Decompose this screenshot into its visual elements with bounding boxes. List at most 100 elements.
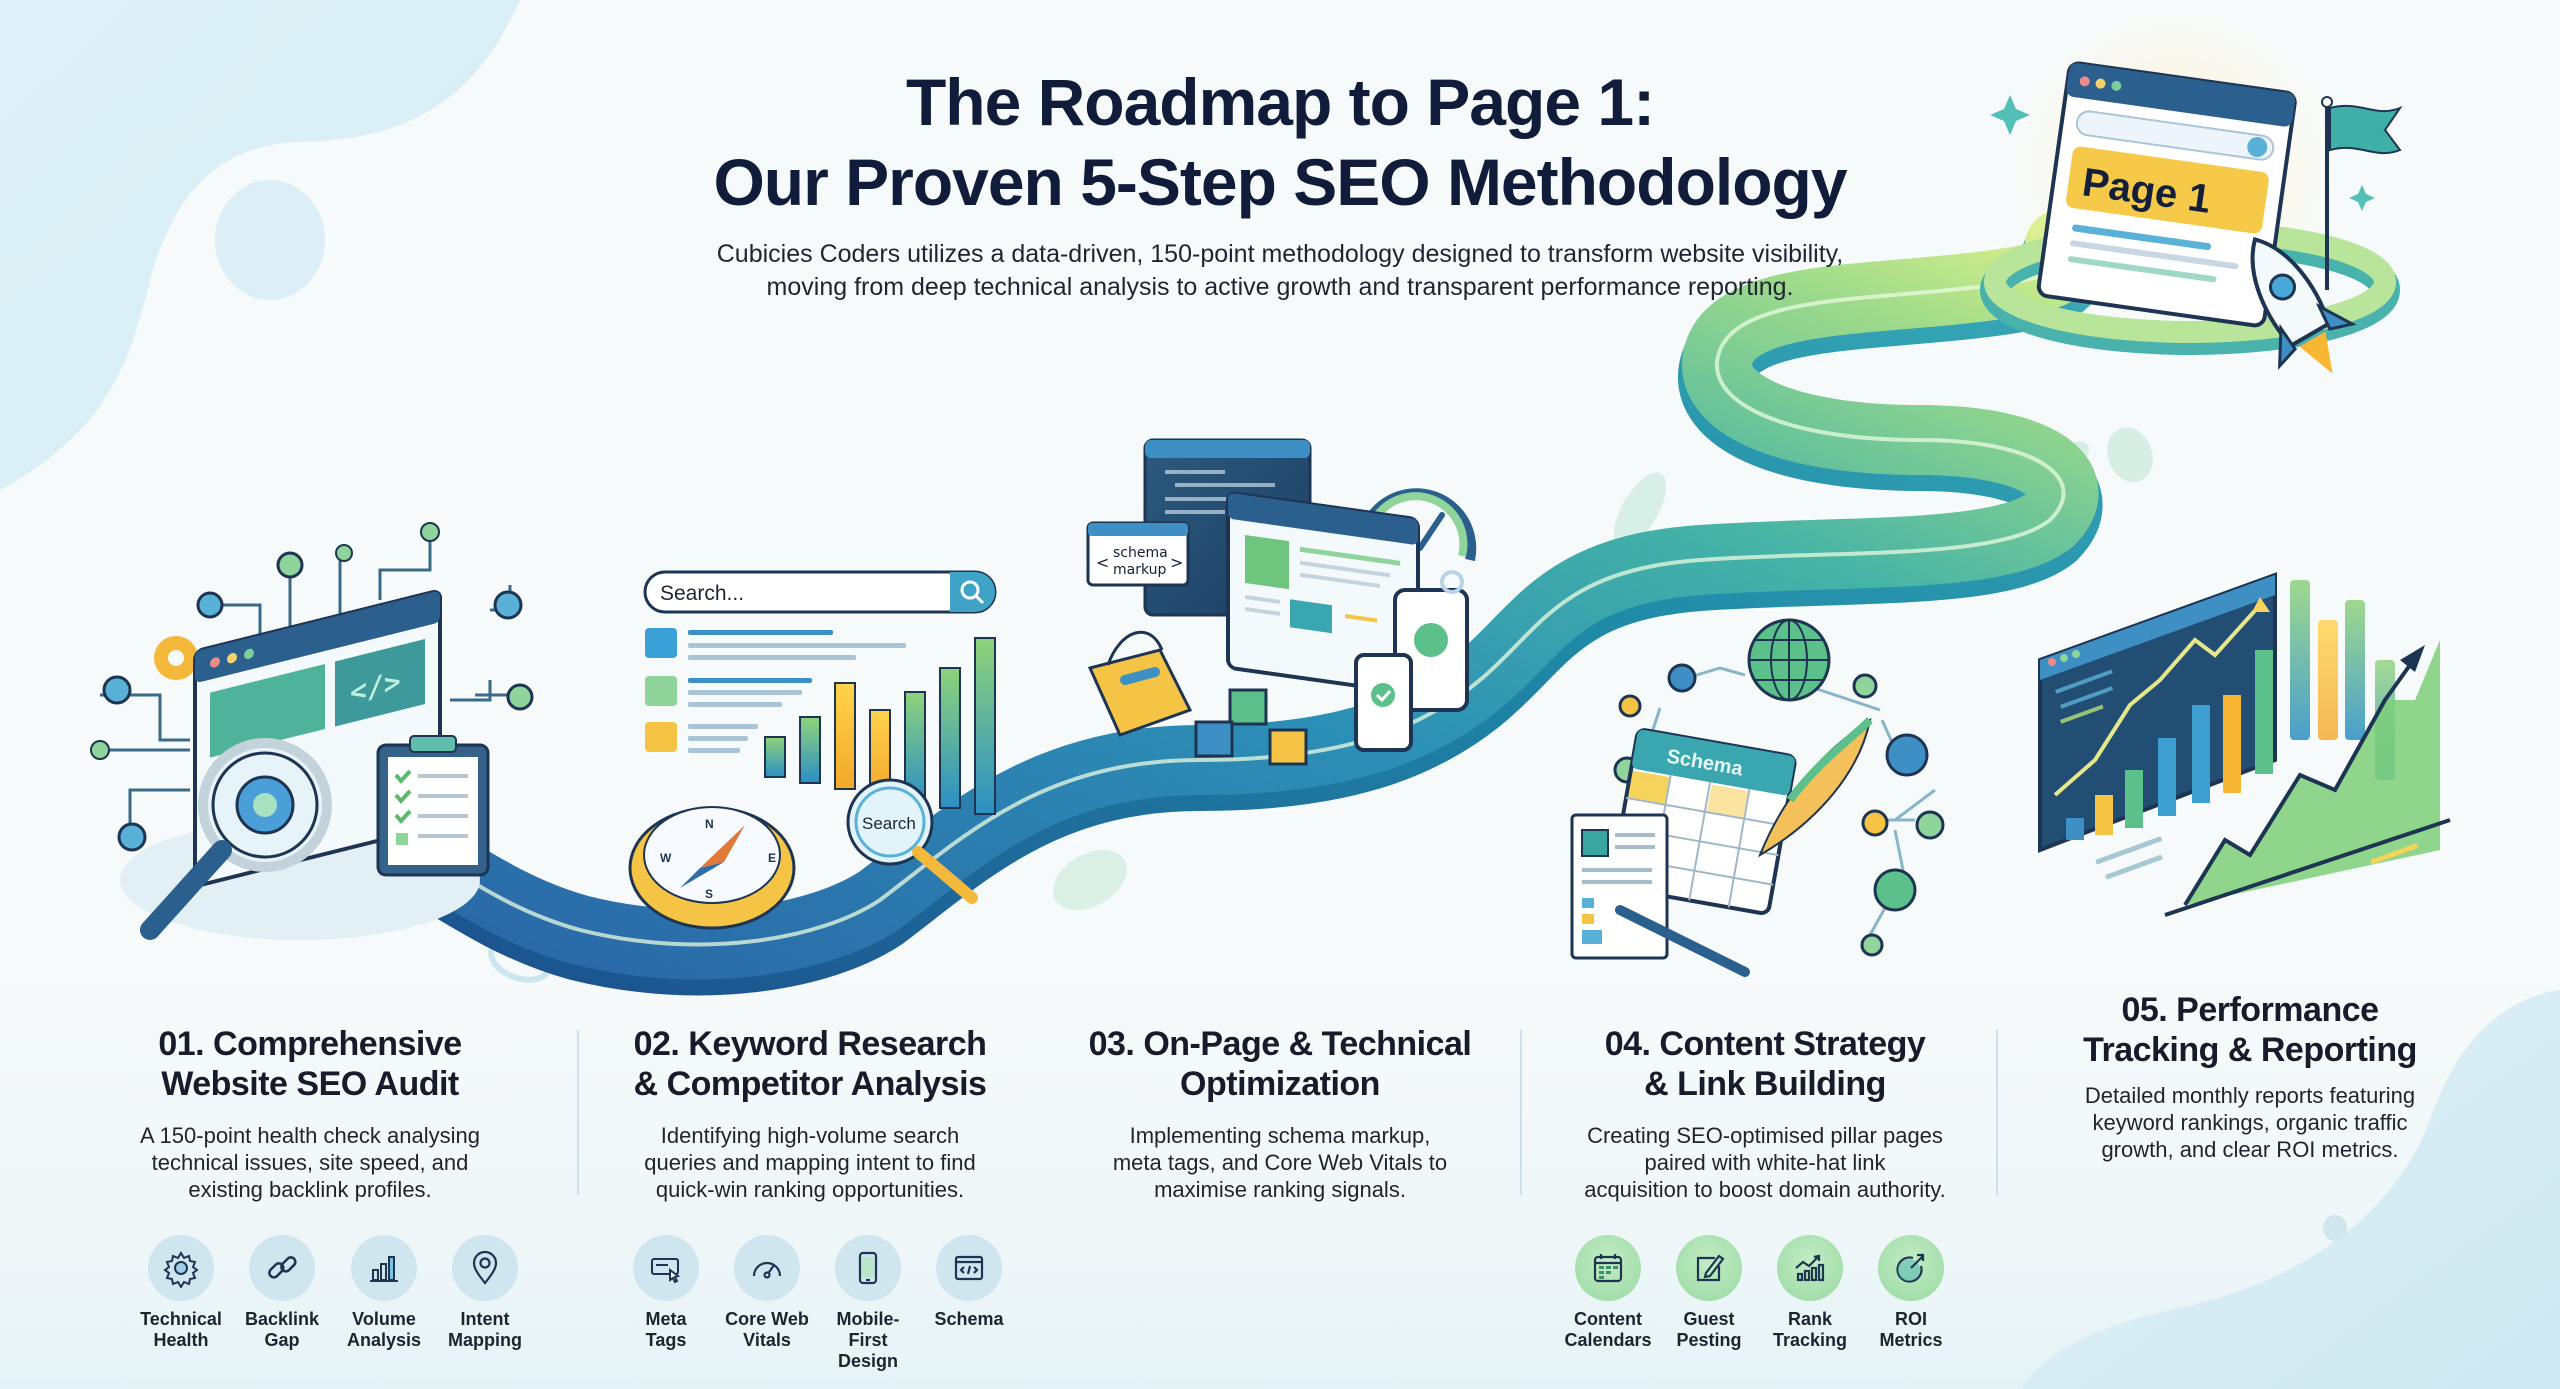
- chip-label-line1: Volume: [352, 1309, 416, 1329]
- chip-label-line2: Vitals: [743, 1330, 791, 1350]
- step-2-title-line1: 02. Keyword Research: [633, 1025, 987, 1063]
- svg-text:S: S: [705, 887, 713, 901]
- page-subtitle: Cubicies Coders utilizes a data-driven, …: [0, 238, 2560, 304]
- step-divider-4: [1996, 1030, 1998, 1195]
- svg-text:>: >: [1170, 553, 1183, 572]
- step-1-audit-illustration: </>: [90, 522, 534, 940]
- step-5-title-line2: Tracking & Reporting: [2083, 1031, 2417, 1069]
- speedometer-icon: [734, 1235, 800, 1301]
- chip-label-line2: Health: [153, 1330, 209, 1350]
- chip-label-line1: Guest: [1683, 1309, 1735, 1329]
- mobile-icon: [835, 1235, 901, 1301]
- chip-label-line2: Analysis: [346, 1330, 422, 1350]
- step-4-content-illustration: Schema: [1570, 618, 1945, 977]
- step-2-title-line2: & Competitor Analysis: [633, 1065, 987, 1103]
- svg-text:<: <: [1096, 553, 1109, 572]
- step-1-title: 01. Comprehensive Website SEO Audit: [80, 1024, 540, 1104]
- step-4: 04. Content Strategy & Link Building Cre…: [1530, 1024, 2000, 1203]
- schema-card-line1: schema: [1113, 545, 1168, 561]
- step-1-title-line1: 01. Comprehensive: [158, 1025, 462, 1063]
- step-3-title: 03. On-Page & Technical Optimization: [1060, 1024, 1500, 1104]
- chip-label-line1: Content: [1574, 1309, 1642, 1329]
- magnifier-label-text: Search: [862, 814, 916, 833]
- chip-label-line1: Mobile-First: [836, 1309, 900, 1350]
- page-subtitle-line1: Cubicies Coders utilizes a data-driven, …: [716, 240, 1844, 268]
- step-4-title-line1: 04. Content Strategy: [1604, 1025, 1926, 1063]
- step-1-desc-line1: A 150-point health check analysing: [139, 1123, 480, 1148]
- step-4-desc-line3: acquisition to boost domain authority.: [1584, 1177, 1946, 1202]
- chip-label-line2: Gap: [264, 1330, 300, 1350]
- chip-label-line2: Metrics: [1879, 1330, 1943, 1350]
- step-2: 02. Keyword Research & Competitor Analys…: [590, 1024, 1030, 1203]
- step-1: 01. Comprehensive Website SEO Audit A 15…: [80, 1024, 540, 1203]
- step-5: 05. Performance Tracking & Reporting Det…: [2030, 990, 2470, 1163]
- edit-icon: [1676, 1235, 1742, 1301]
- chip-label-line1: Backlink: [244, 1309, 320, 1329]
- step-2-desc-line3: quick-win ranking opportunities.: [655, 1177, 965, 1202]
- chip-label-line2: Mapping: [448, 1330, 522, 1350]
- step-1-title-line2: Website SEO Audit: [161, 1065, 459, 1103]
- step-3-desc-line2: meta tags, and Core Web Vitals to: [1112, 1150, 1448, 1175]
- step-4-description: Creating SEO-optimised pillar pages pair…: [1530, 1122, 2000, 1203]
- search-placeholder-text: Search...: [660, 582, 744, 605]
- page-title-line1: The Roadmap to Page 1:: [905, 65, 1655, 139]
- step-5-title-line1: 05. Performance: [2121, 991, 2379, 1029]
- chip-label-line1: Meta: [645, 1309, 687, 1329]
- svg-text:N: N: [705, 817, 714, 831]
- step-divider-3: [1520, 1030, 1522, 1195]
- chip-label-line1: Rank: [1787, 1309, 1832, 1329]
- svg-text:E: E: [768, 851, 776, 865]
- step-4-desc-line2: paired with white-hat link: [1644, 1150, 1886, 1175]
- step-5-desc-line1: Detailed monthly reports featuring: [2084, 1083, 2416, 1108]
- step-4-title: 04. Content Strategy & Link Building: [1530, 1024, 2000, 1104]
- page-subtitle-line2: moving from deep technical analysis to a…: [766, 273, 1794, 301]
- step-1-desc-line3: existing backlink profiles.: [188, 1177, 432, 1202]
- trend-up-icon: [1777, 1235, 1843, 1301]
- step-3-desc-line3: maximise ranking signals.: [1154, 1177, 1406, 1202]
- chip-label-line2: Design: [837, 1351, 898, 1371]
- page-one-destination: Page 1: [1980, 0, 2403, 374]
- map-pin-icon: [452, 1235, 518, 1301]
- step-4-desc-line1: Creating SEO-optimised pillar pages: [1587, 1123, 1943, 1148]
- chip-schema[interactable]: Schema: [919, 1235, 1019, 1330]
- step-5-title: 05. Performance Tracking & Reporting: [2030, 990, 2470, 1070]
- bar-chart-icon: [351, 1235, 417, 1301]
- step-5-reporting-illustration: [2038, 572, 2451, 917]
- step-5-desc-line2: keyword rankings, organic traffic: [2092, 1110, 2408, 1135]
- page-title-line2: Our Proven 5-Step SEO Methodology: [713, 145, 1847, 219]
- chip-label-line2: Calendars: [1564, 1330, 1652, 1350]
- step-3-desc-line1: Implementing schema markup,: [1129, 1123, 1431, 1148]
- step-1-desc-line2: technical issues, site speed, and: [151, 1150, 469, 1175]
- step-3-onpage-illustration: schema markup < >: [1086, 438, 1477, 766]
- step-2-description: Identifying high-volume search queries a…: [590, 1122, 1030, 1203]
- step-1-description: A 150-point health check analysing techn…: [80, 1122, 540, 1203]
- svg-text:W: W: [660, 851, 672, 865]
- chip-label-line1: Schema: [934, 1309, 1004, 1329]
- calendar-icon: [1575, 1235, 1641, 1301]
- gear-icon: [148, 1235, 214, 1301]
- step-3: 03. On-Page & Technical Optimization Imp…: [1060, 1024, 1500, 1203]
- step-3-title-line1: 03. On-Page & Technical: [1088, 1025, 1472, 1063]
- step-2-keyword-illustration: Search... N E S W Search: [628, 570, 997, 930]
